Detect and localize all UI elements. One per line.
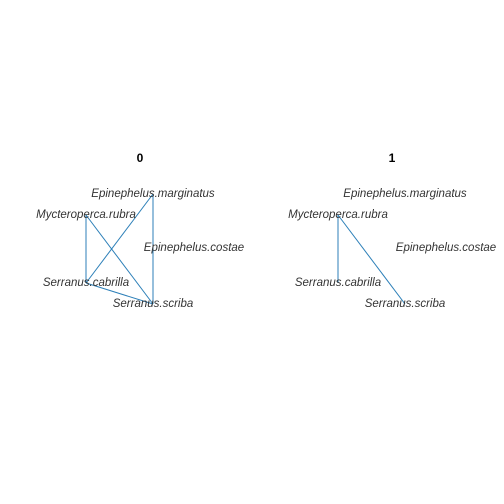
node-label-sc: Serranus.cabrilla [43, 277, 129, 289]
node-label-ss: Serranus.scriba [365, 298, 446, 310]
edge-group [85, 193, 154, 305]
edge-em-sc [85, 193, 154, 284]
edge-mr-ss [337, 214, 406, 305]
node-label-ec: Epinephelus.costae [396, 242, 496, 254]
panel-0: 0 Epinephelus.marginatusMycteroperca.rub… [36, 151, 244, 310]
edge-mr-ss [85, 214, 154, 305]
panel-1: 1 Epinephelus.marginatusMycteroperca.rub… [288, 151, 496, 310]
node-label-group: Epinephelus.marginatusMycteroperca.rubra… [36, 188, 244, 310]
node-label-ec: Epinephelus.costae [144, 242, 244, 254]
node-label-mr: Mycteroperca.rubra [36, 209, 136, 221]
node-label-group: Epinephelus.marginatusMycteroperca.rubra… [288, 188, 496, 310]
node-label-ss: Serranus.scriba [113, 298, 194, 310]
panel-title: 1 [389, 151, 396, 165]
node-label-em: Epinephelus.marginatus [91, 188, 215, 200]
node-label-sc: Serranus.cabrilla [295, 277, 381, 289]
node-label-mr: Mycteroperca.rubra [288, 209, 388, 221]
edge-sc-ss [85, 282, 154, 305]
edge-group [337, 214, 406, 305]
node-label-em: Epinephelus.marginatus [343, 188, 467, 200]
panel-title: 0 [137, 151, 144, 165]
